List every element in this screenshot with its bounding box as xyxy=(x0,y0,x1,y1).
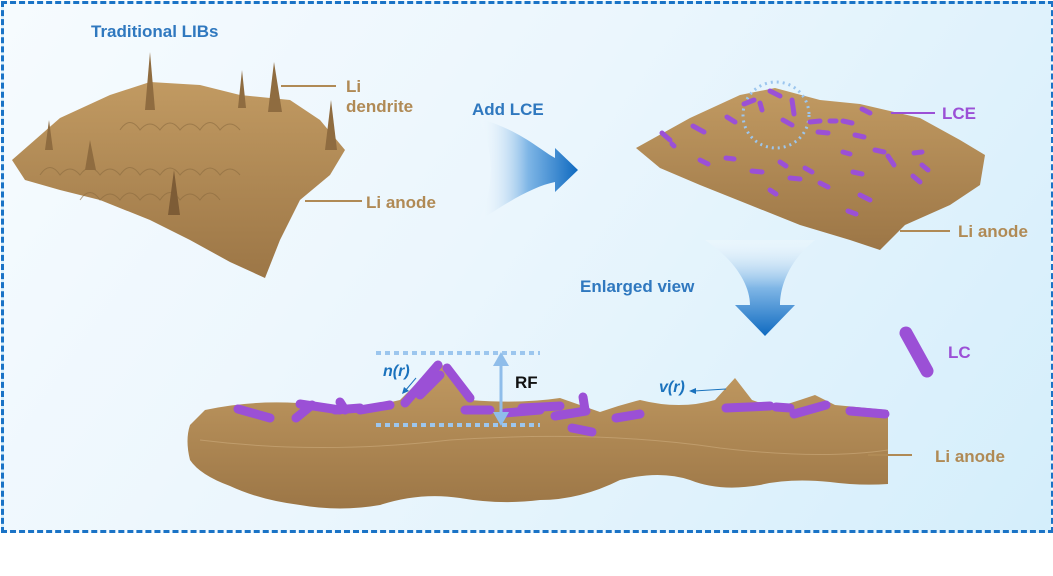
lc-rod xyxy=(767,187,779,197)
lc-rod xyxy=(415,370,445,400)
lc-rod xyxy=(852,132,867,140)
vr-label: v(r) xyxy=(659,379,685,396)
lc-rod xyxy=(850,169,865,177)
lce-rods xyxy=(659,88,931,217)
lce-label: LCE xyxy=(942,104,976,123)
lc-rod xyxy=(919,162,931,173)
li-dendrite-label-line2: dendrite xyxy=(346,97,414,116)
lc-rod xyxy=(780,117,795,128)
lc-rod xyxy=(749,168,765,175)
lc-rod xyxy=(910,173,923,185)
lc-rod xyxy=(669,141,677,149)
lc-rod xyxy=(787,175,803,182)
lc-rod xyxy=(550,406,591,421)
lc-rod xyxy=(233,404,275,423)
lc-rod xyxy=(845,208,859,217)
lc-rod xyxy=(840,118,855,126)
nr-label: n(r) xyxy=(383,363,410,380)
lc-rod xyxy=(840,149,853,157)
lc-rod xyxy=(802,165,815,175)
li-dendrite-label-line1: Li xyxy=(346,77,362,96)
lc-rod xyxy=(815,129,831,136)
lc-rod xyxy=(885,153,897,168)
lc-rod xyxy=(857,192,873,203)
lc-label: LC xyxy=(948,343,971,362)
lc-rod xyxy=(723,155,737,162)
rf-label: RF xyxy=(515,373,538,392)
lc-rod xyxy=(757,100,765,113)
lc-rod xyxy=(721,401,775,413)
add-lce-label: Add LCE xyxy=(472,100,544,119)
li-anode-label-2: Li anode xyxy=(958,222,1028,241)
nr-arrow-icon xyxy=(402,377,417,394)
lc-rod xyxy=(335,397,350,415)
lc-rod xyxy=(767,88,783,99)
lc-rod xyxy=(517,401,565,413)
lc-rod xyxy=(578,392,590,415)
lc-rod xyxy=(859,106,873,116)
lc-rod xyxy=(845,406,890,419)
lc-rod xyxy=(789,97,797,117)
zoom-region-circle xyxy=(741,80,811,150)
lc-rod xyxy=(807,118,823,125)
enlarged-anode-slab xyxy=(187,362,889,509)
li-dendrite-label: Li dendrite xyxy=(346,77,413,117)
dendrite-surface xyxy=(12,52,345,278)
lc-rod xyxy=(400,360,443,408)
lc-rod xyxy=(724,114,738,125)
enlarged-view-arrow-icon xyxy=(705,240,815,336)
li-anode-label-3: Li anode xyxy=(935,447,1005,466)
lc-rod xyxy=(817,180,831,190)
lc-rod xyxy=(777,159,789,169)
enlarged-view-label: Enlarged view xyxy=(580,277,695,296)
lc-rod xyxy=(911,149,925,156)
lc-rod xyxy=(690,123,707,135)
lc-rod xyxy=(659,130,673,143)
vr-arrow-icon xyxy=(689,388,727,394)
traditional-libs-title: Traditional LIBs xyxy=(91,22,219,41)
lc-rod xyxy=(789,400,831,419)
enlarged-lc-rods xyxy=(233,360,890,437)
lc-rod xyxy=(567,423,597,437)
lc-rod xyxy=(355,400,395,415)
lce-surface xyxy=(636,80,985,250)
add-lce-arrow-icon xyxy=(478,118,578,222)
lc-rod xyxy=(697,157,711,167)
li-anode-label-1: Li anode xyxy=(366,193,436,212)
lc-rod xyxy=(611,409,645,423)
lc-rod xyxy=(872,147,887,155)
lc-rod xyxy=(771,402,795,413)
rf-double-arrow-icon xyxy=(493,352,509,426)
lc-rod xyxy=(442,363,475,403)
lc-rod xyxy=(741,97,757,107)
lc-legend-rod-icon xyxy=(899,326,934,378)
